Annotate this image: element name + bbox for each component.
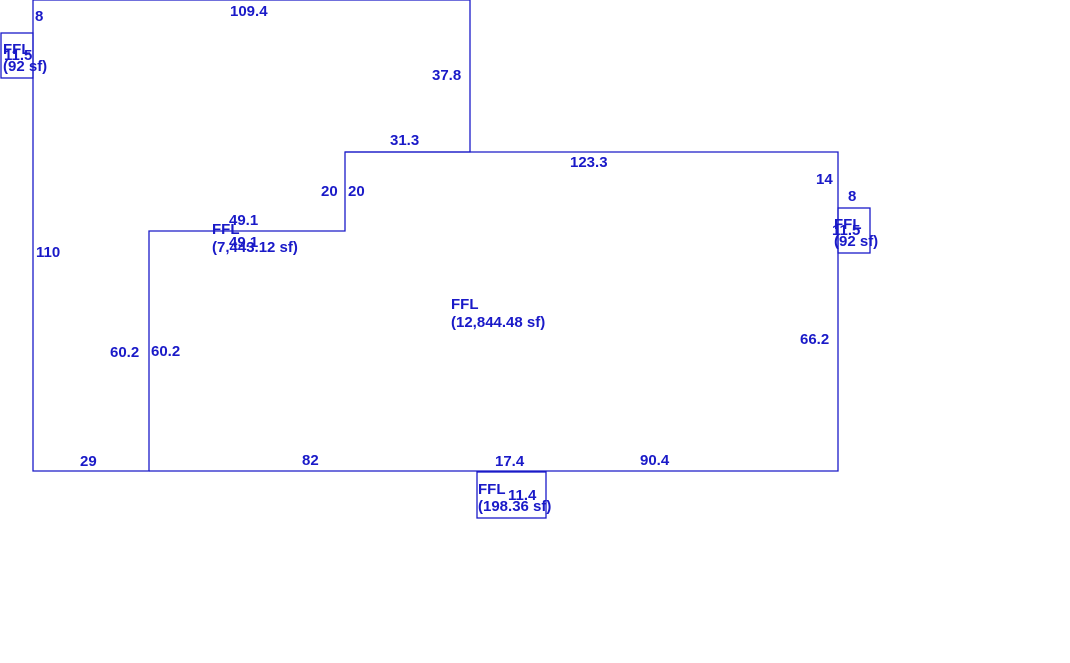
area-labels: FFL (12,844.48 sf) FFL (7,443.12 sf) FFL…	[3, 41, 878, 515]
dimension-labels: 109.4 37.8 31.3 123.3 20 20 110 60.2 60.…	[4, 3, 860, 504]
dim-left-outer: 110	[36, 244, 60, 261]
left-wing-area-size: (7,443.12 sf)	[212, 239, 298, 256]
entry-outline	[476, 471, 547, 519]
dim-bottom-right: 90.4	[640, 452, 670, 469]
dim-main-top: 123.3	[570, 154, 608, 171]
main-area-size: (12,844.48 sf)	[451, 314, 545, 331]
dim-entry-width: 11.4	[508, 487, 537, 504]
bump-right-outline	[837, 207, 871, 254]
dim-inner-top-outer: 49.1	[229, 212, 258, 229]
entry-area-name: FFL	[478, 481, 506, 498]
bump-left-area-size: (92 sf)	[3, 58, 47, 75]
dim-bump-left-side: 11.5	[4, 47, 32, 64]
dim-inner-wall-outer: 60.2	[110, 344, 139, 361]
dim-bottom-mid-left: 82	[302, 452, 319, 469]
dim-right-upper: 14	[816, 171, 833, 188]
dim-bump-right-top: 8	[848, 188, 856, 205]
dim-inner-top-inner: 49.1	[229, 234, 258, 251]
left-wing-outline	[32, 0, 471, 472]
left-wing-area-name: FFL	[212, 221, 240, 238]
dim-inner-wall-inner: 60.2	[151, 343, 180, 360]
dim-top-left: 109.4	[230, 3, 268, 20]
dim-step-inner: 20	[348, 183, 365, 200]
main-area-name: FFL	[451, 296, 479, 313]
dim-bump-left-top: 8	[35, 8, 43, 25]
dim-left-outer-top: 37.8	[432, 67, 461, 84]
dim-step-outer: 20	[321, 183, 338, 200]
dim-bottom-left: 29	[80, 453, 97, 470]
dim-step-top: 31.3	[390, 132, 419, 149]
main-area-outline	[149, 151, 839, 472]
bump-right-area-name: FFL	[834, 216, 862, 233]
dim-bump-right-side: 11.5	[832, 222, 860, 239]
bump-left-outline	[0, 32, 34, 79]
bump-left-area-name: FFL	[3, 41, 31, 58]
dim-right-lower: 66.2	[800, 331, 829, 348]
bump-right-area-size: (92 sf)	[834, 233, 878, 250]
plan-outlines	[0, 0, 871, 519]
dim-bottom-entry: 17.4	[495, 453, 525, 470]
entry-area-size: (198.36 sf)	[478, 498, 551, 515]
